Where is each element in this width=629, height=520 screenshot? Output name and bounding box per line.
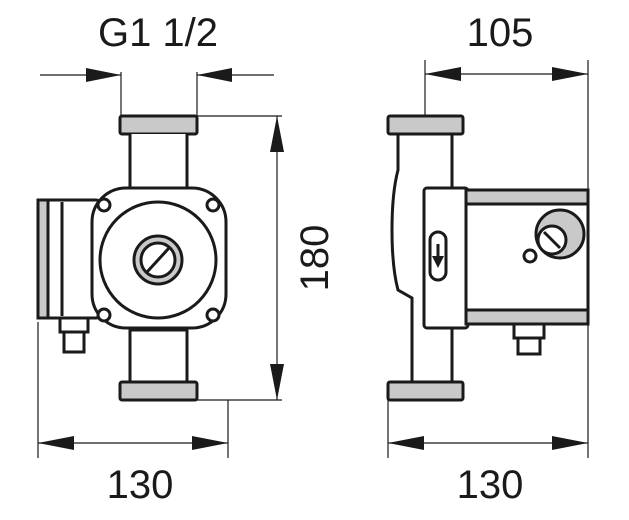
thread-arrow-left — [86, 68, 121, 82]
flow-direction-icon — [432, 256, 444, 268]
terminal-box-edge — [36, 198, 50, 320]
front-view — [36, 68, 284, 458]
front-width-arrow-right — [192, 436, 228, 450]
height-arrow-top — [270, 116, 284, 152]
screw-icon — [522, 248, 538, 264]
side-width-dimension-label: 130 — [457, 463, 524, 507]
speed-selector-slot — [542, 230, 562, 250]
side-top-flange — [386, 114, 465, 136]
cable-gland-bottom — [62, 330, 86, 354]
screw-icons — [96, 197, 221, 323]
motor-block-bottom — [464, 308, 590, 326]
bottom-pipe — [128, 328, 189, 382]
screw-icon — [96, 197, 112, 213]
motor-block-top — [464, 188, 590, 206]
height-arrow-bottom — [270, 364, 284, 400]
bottom-flange — [118, 380, 199, 402]
side-width-arrow-left — [388, 436, 424, 450]
screw-icon — [205, 197, 221, 213]
depth-arrow-left — [425, 67, 461, 81]
cable-gland-top — [58, 316, 90, 334]
screw-icon — [96, 307, 112, 323]
screw-icon — [205, 307, 221, 323]
side-view — [386, 60, 590, 458]
side-cable-gland-top — [512, 322, 546, 340]
thread-arrow-right — [197, 68, 232, 82]
thread-dimension-label: G1 1/2 — [98, 11, 218, 55]
front-width-arrow-left — [38, 436, 74, 450]
side-cable-gland-bottom — [516, 336, 542, 356]
top-pipe — [128, 134, 189, 192]
front-width-dimension-label: 130 — [107, 463, 174, 507]
depth-arrow-right — [552, 67, 588, 81]
side-bottom-flange — [386, 380, 465, 402]
side-width-arrow-right — [552, 436, 588, 450]
top-flange — [118, 114, 199, 136]
depth-dimension-label: 105 — [467, 11, 534, 55]
center-plug-slot — [145, 246, 171, 274]
height-dimension-label: 180 — [293, 225, 337, 292]
